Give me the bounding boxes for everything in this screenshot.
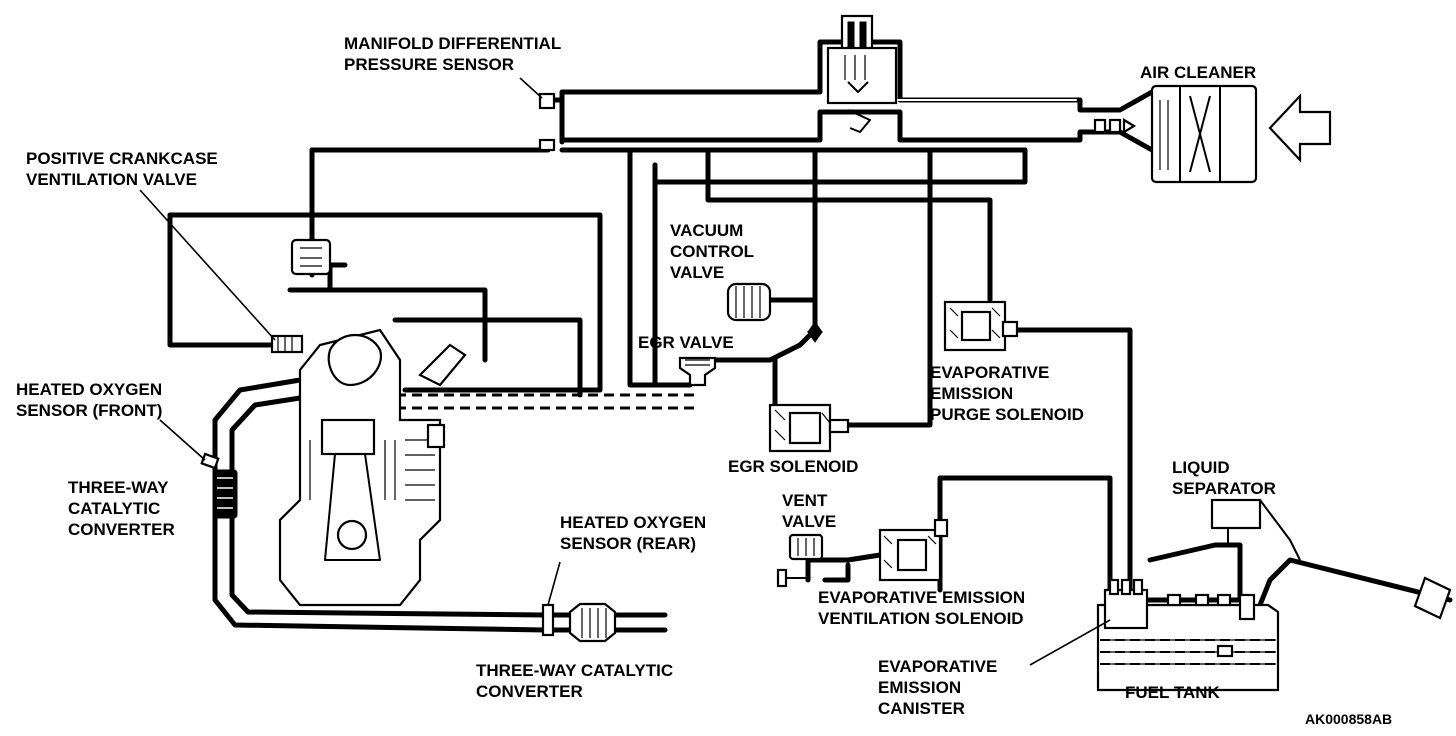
vent-valve-part [776,533,824,588]
label-egr-valve: EGR VALVE [638,333,734,352]
label-air-cleaner: AIR CLEANER [1140,63,1256,82]
ventilation-solenoid-part [878,518,949,582]
label-vacuum-control-valve: VACUUM CONTROL VALVE [670,221,758,282]
label-vent-valve: VENT VALVE [782,491,836,531]
front-catalytic-converter-part [212,469,238,519]
egr-solenoid-part [768,403,850,453]
label-pcv-valve: POSITIVE CRANKCASE VENTILATION VALVE [26,149,222,189]
breather-valve [290,238,332,276]
label-ho2s-rear: HEATED OXYGEN SENSOR (REAR) [560,513,711,553]
egr-valve-part [678,356,717,387]
label-ventilation-solenoid: EVAPORATIVE EMISSION VENTILATION SOLENOI… [818,588,1030,628]
manifold-pressure-sensor-part [538,92,556,152]
label-canister: EVAPORATIVE EMISSION CANISTER [878,657,1002,718]
label-liquid-separator: LIQUID SEPARATOR [1172,458,1276,498]
figure-code: AK000858AB [1305,711,1392,727]
air-cleaner-part [1093,84,1332,184]
label-three-way-front: THREE-WAY CATALYTIC CONVERTER [68,478,175,539]
filler-neck-part [1413,576,1452,620]
fuel-tank-part [1096,578,1280,692]
leader-lines [139,77,1111,666]
labels: MANIFOLD DIFFERENTIAL PRESSURE SENSOR AI… [16,34,1392,727]
label-purge-solenoid: EVAPORATIVE EMISSION PURGE SOLENOID [930,363,1084,424]
label-three-way-rear: THREE-WAY CATALYTIC CONVERTER [476,661,678,701]
liquid-separator-part [1210,498,1262,545]
pcv-valve-part [270,334,304,354]
label-egr-solenoid: EGR SOLENOID [728,457,858,476]
engine-block [278,328,467,607]
label-fuel-tank: FUEL TANK [1125,683,1220,702]
label-ho2s-front: HEATED OXYGEN SENSOR (FRONT) [16,380,167,420]
purge-solenoid-part [943,300,1019,352]
check-valve [807,321,823,343]
throttle-body [826,14,898,133]
vacuum-control-valve-part [726,282,772,322]
rear-catalytic-converter-part [541,602,617,643]
label-manifold-sensor: MANIFOLD DIFFERENTIAL PRESSURE SENSOR [344,34,566,74]
